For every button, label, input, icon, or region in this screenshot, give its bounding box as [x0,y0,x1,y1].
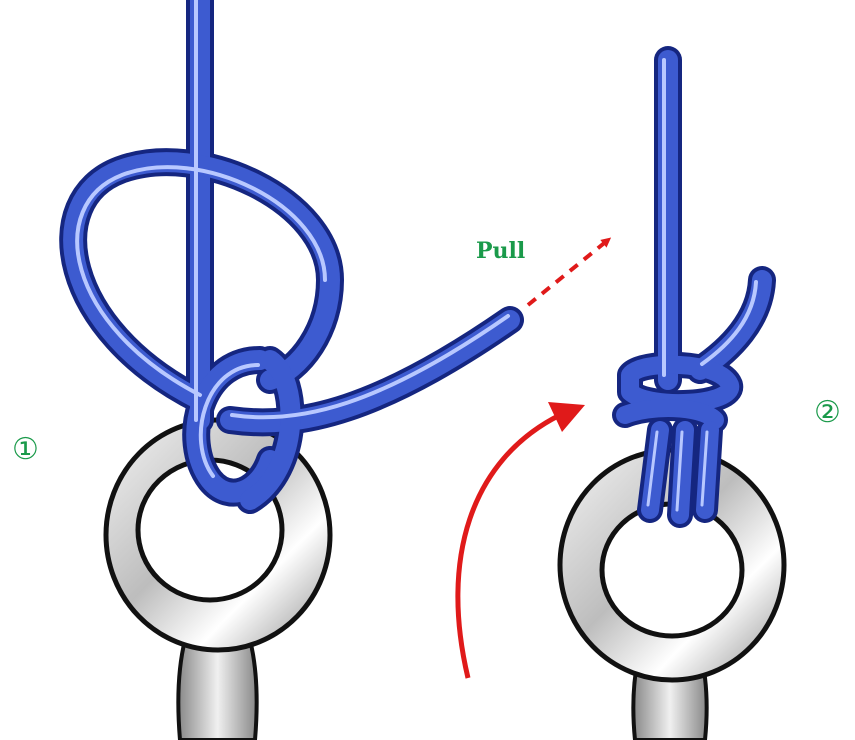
rope-step-2 [625,60,762,515]
dashed-arrow-icon [528,240,608,305]
step-1-figure [73,0,608,740]
step-2-figure [458,60,784,740]
step-2-number: ② [814,395,841,430]
pull-annotation: Pull [476,238,525,264]
step-1-number: ① [12,432,39,467]
rope-step-1 [73,0,510,500]
